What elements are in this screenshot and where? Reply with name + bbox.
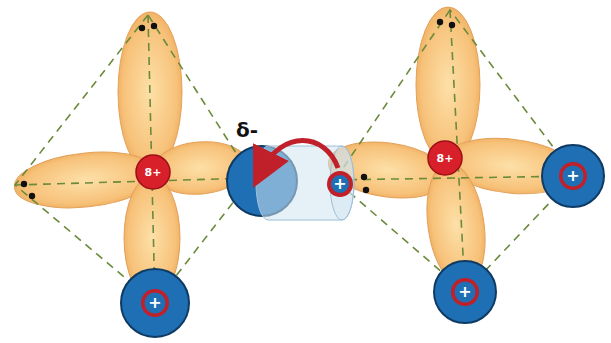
proton-atom: + (326, 170, 354, 198)
nuclear-charge: 8+ (145, 167, 162, 178)
charge-sign: + (458, 284, 471, 300)
oxygen-atom: 8+ (135, 154, 171, 190)
charge-sign: + (148, 295, 161, 311)
partial-charge-label: δ- (236, 118, 258, 142)
charge-sign: + (566, 168, 579, 184)
hydrogen-atom: + (541, 144, 605, 208)
charge-sign: + (333, 176, 346, 192)
nuclear-charge: 8+ (437, 153, 454, 164)
hydrogen-atom: + (433, 260, 497, 324)
oxygen-atom: 8+ (427, 140, 463, 176)
hydrogen-atom: + (120, 268, 190, 338)
